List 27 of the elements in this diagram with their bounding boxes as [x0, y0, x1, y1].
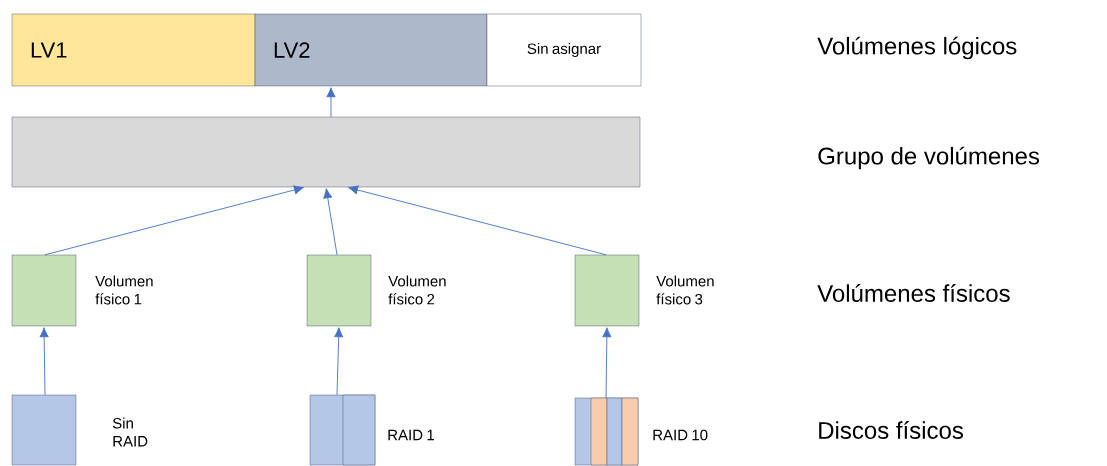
volume-label: Volumen físico 1 [95, 275, 153, 305]
disk-drawing [11, 394, 77, 466]
volume-label: Volumen físico 3 [656, 275, 714, 305]
arrow [44, 185, 304, 256]
disk-label: RAID 10 [653, 429, 708, 441]
volume-box [11, 254, 77, 327]
arrow [602, 327, 612, 399]
volume-segment: LV1 [11, 13, 256, 87]
level-label: Volúmenes lógicos [817, 36, 1017, 60]
volume-box [574, 254, 640, 327]
disk-label: RAID 1 [388, 429, 434, 441]
arrow [348, 185, 607, 256]
volume-box [306, 254, 372, 327]
arrow [323, 188, 338, 256]
arrow [39, 327, 49, 396]
level-label: Discos físicos [819, 421, 963, 439]
volume-segment: LV2 [254, 13, 488, 87]
volume-label: Volumen físico 2 [388, 275, 446, 305]
disk-drawing [574, 397, 639, 466]
group-bar [11, 116, 641, 188]
level-label: Volúmenes físicos [817, 284, 1010, 302]
level-label: Grupo de volúmenes [818, 146, 1040, 170]
volume-segment: Sin asignar [486, 13, 642, 87]
disk-label: Sin RAID [112, 417, 148, 447]
disk-drawing [309, 394, 376, 466]
arrow [326, 87, 336, 118]
arrow [334, 327, 344, 396]
